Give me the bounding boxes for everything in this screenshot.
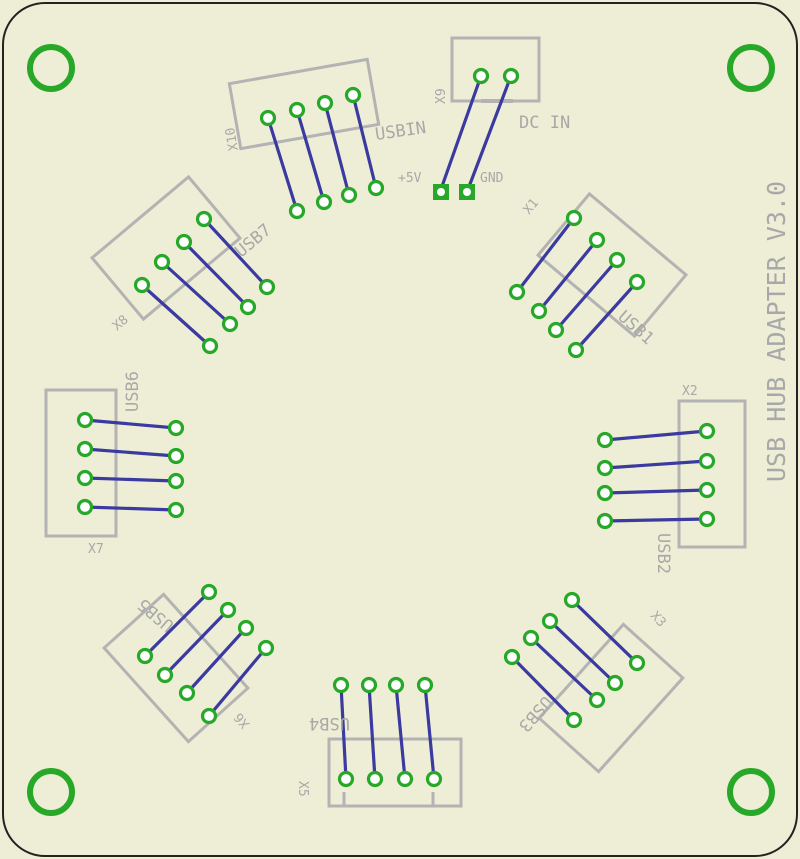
usb4-ref: X5: [295, 781, 310, 797]
usb5-connector: USB5 X6: [102, 583, 275, 744]
usb6-ref: X7: [88, 542, 104, 557]
usb4-label: USB4: [309, 713, 350, 733]
mounting-hole-top-left: [27, 44, 75, 92]
usb2-ref: X2: [682, 384, 698, 399]
usb3-connector: USB3 X3: [503, 591, 685, 774]
usb4-connector: USB4 X5: [295, 676, 463, 808]
dc-in-label: DC IN: [519, 113, 570, 133]
vplus-label: +5V: [398, 171, 422, 186]
usb6-label: USB6: [123, 371, 143, 412]
usb2-connector: USB2 X2: [596, 384, 747, 574]
usb2-label: USB2: [653, 533, 673, 574]
gnd-label: GND: [480, 171, 504, 186]
mounting-hole-bottom-right: [727, 768, 775, 816]
mounting-hole-bottom-left: [27, 768, 75, 816]
usbin-ref: X10: [223, 126, 242, 152]
mounting-hole-top-right: [727, 44, 775, 92]
dc-in-connector: DC IN X9 +5V GND: [398, 36, 570, 200]
board-title: USB HUB ADAPTER V3.0: [762, 181, 791, 482]
usb6-connector: USB6 X7: [44, 371, 185, 557]
dc-in-ref: X9: [434, 88, 449, 104]
